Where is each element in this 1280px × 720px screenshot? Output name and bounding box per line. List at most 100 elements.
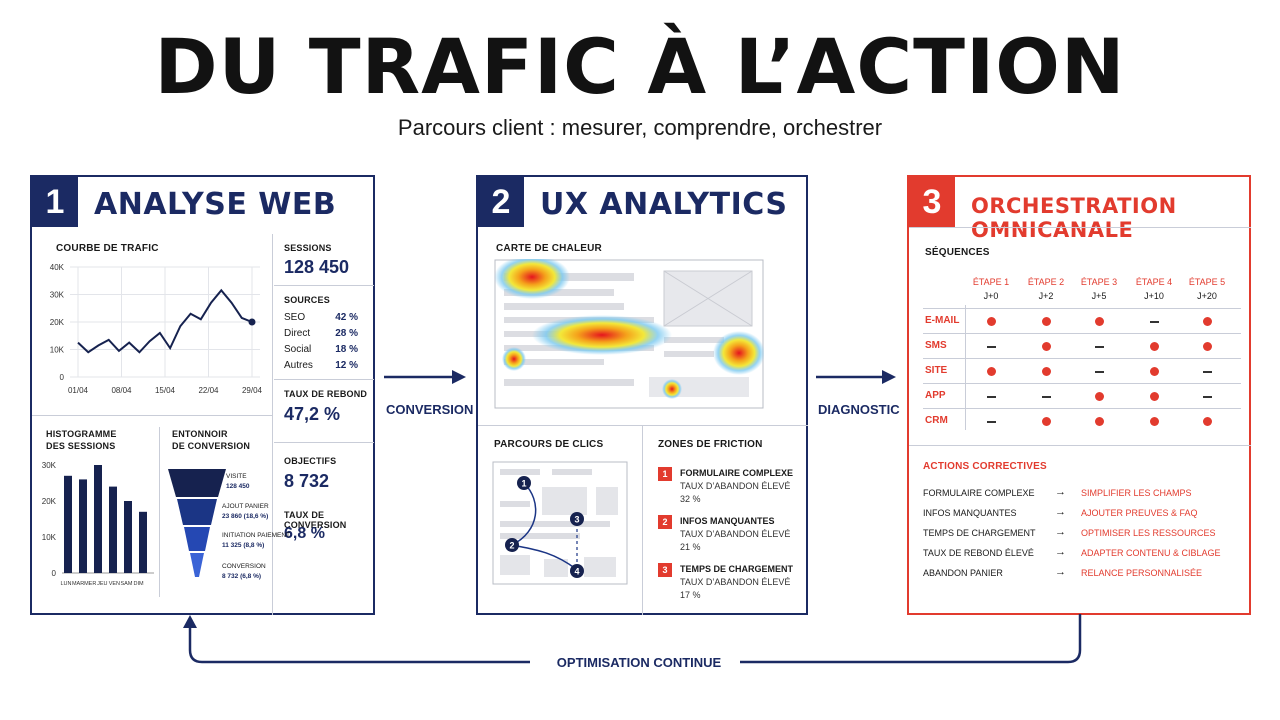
- sequence-dash: [1150, 321, 1159, 323]
- funnel-stage-conversion: [190, 553, 204, 577]
- x-tick-label: 15/04: [155, 386, 176, 395]
- click-step-2: 2: [509, 541, 514, 551]
- step-day: J+5: [1091, 291, 1107, 301]
- sequence-dot: [1150, 367, 1159, 376]
- y-tick-label: 0: [52, 569, 57, 578]
- x-tick-label: 29/04: [242, 386, 263, 395]
- grid-col-line: [965, 305, 966, 430]
- funnel-stage-label: AJOUT PANIER: [222, 503, 269, 510]
- panel3-divider: [909, 445, 1251, 446]
- panel-title: ANALYSE WEB: [94, 187, 337, 222]
- friction-subtitle: TAUX D’ABANDON ÉLEVÉ: [680, 577, 791, 587]
- action-problem: TEMPS DE CHARGEMENT: [923, 528, 1036, 538]
- action-fix: SIMPLIFIER LES CHAMPS: [1081, 488, 1192, 498]
- sequence-dot: [1042, 417, 1051, 426]
- action-arrow: →: [1055, 566, 1066, 578]
- click-step-4: 4: [574, 567, 579, 577]
- friction-title: TEMPS DE CHARGEMENT: [680, 564, 794, 574]
- friction-pct: 32 %: [680, 494, 701, 504]
- y-tick-label: 30K: [42, 461, 57, 470]
- source-name: Direct: [284, 328, 311, 339]
- funnel-label: ENTONNOIR: [172, 429, 228, 439]
- step-day: J+20: [1197, 291, 1217, 301]
- clicks-label: PARCOURS DE CLICS: [494, 439, 604, 450]
- channel-label: CRM: [925, 415, 948, 426]
- page-title: DU TRAFIC À L’ACTION: [154, 22, 1126, 111]
- conversion-rate-value: 6,8 %: [284, 525, 325, 542]
- stats-divider: [274, 442, 374, 443]
- sequence-dash: [1203, 396, 1212, 398]
- friction-number: 1: [658, 467, 672, 481]
- step-day: J+2: [1038, 291, 1054, 301]
- page-subtitle: Parcours client : mesurer, comprendre, o…: [397, 115, 883, 140]
- y-tick-label: 20K: [50, 318, 65, 327]
- grid-row-line: [923, 383, 1241, 384]
- panel1-hdivider: [32, 415, 272, 416]
- sequence-dash: [1042, 396, 1051, 398]
- click-step-1: 1: [521, 479, 526, 489]
- step-header: ÉTAPE 3: [1080, 277, 1118, 287]
- histo-bar: [79, 479, 87, 573]
- connector-label-diagnostic: DIAGNOSTIC: [818, 402, 900, 417]
- panel-number: 2: [478, 177, 524, 227]
- step-day: J+10: [1144, 291, 1164, 301]
- funnel-stage-value: 23 860 (18,6 %): [222, 513, 269, 520]
- channel-label: SMS: [925, 340, 947, 351]
- channel-label: E-MAIL: [925, 315, 960, 326]
- friction-title: FORMULAIRE COMPLEXE: [680, 468, 794, 478]
- action-arrow: →: [1055, 486, 1066, 498]
- friction-label: ZONES DE FRICTION: [658, 439, 763, 450]
- sequence-dot: [1042, 342, 1051, 351]
- sequence-dot: [1095, 392, 1104, 401]
- friction-subtitle: TAUX D’ABANDON ÉLEVÉ: [680, 481, 791, 491]
- conversion-funnel: [168, 469, 226, 577]
- sequence-dot: [1150, 417, 1159, 426]
- step-header: ÉTAPE 4: [1135, 277, 1173, 287]
- sequence-dot: [1095, 317, 1104, 326]
- panel3-title-divider: [909, 227, 1251, 228]
- panel2-hdivider: [478, 425, 808, 426]
- sequence-dot: [1203, 342, 1212, 351]
- friction-subtitle: TAUX D’ABANDON ÉLEVÉ: [680, 529, 791, 539]
- stats-divider: [274, 285, 374, 286]
- y-tick-label: 10K: [42, 533, 57, 542]
- friction-pct: 17 %: [680, 590, 701, 600]
- step-header: ÉTAPE 2: [1027, 277, 1065, 287]
- x-tick-label: DIM: [134, 581, 145, 587]
- histo-bar: [94, 465, 102, 573]
- y-tick-label: 10K: [50, 346, 65, 355]
- grid-row-line: [923, 358, 1241, 359]
- x-tick-label: LUN: [60, 581, 71, 587]
- panel-title: UX ANALYTICS: [540, 187, 788, 222]
- sequence-dash: [1095, 346, 1104, 348]
- histo-bar: [139, 511, 147, 573]
- friction-pct: 21 %: [680, 542, 701, 552]
- traffic-label: COURBE DE TRAFIC: [56, 243, 159, 254]
- x-tick-label: 22/04: [198, 386, 219, 395]
- sequence-dash: [987, 421, 996, 423]
- action-fix: OPTIMISER LES RESSOURCES: [1081, 528, 1216, 538]
- sequence-dash: [1203, 371, 1212, 373]
- sequences-label: SÉQUENCES: [925, 247, 990, 258]
- heatmap: [494, 259, 764, 409]
- action-problem: INFOS MANQUANTES: [923, 508, 1017, 518]
- sequence-dot: [1150, 342, 1159, 351]
- click-path: 1 2 3 4: [492, 461, 628, 585]
- traffic-series-line: [77, 288, 253, 354]
- connector-arrow-2: [816, 370, 896, 384]
- x-tick-label: 08/04: [111, 386, 132, 395]
- action-arrow: →: [1055, 546, 1066, 558]
- sessions-label: SESSIONS: [284, 243, 332, 253]
- click-step-3: 3: [574, 515, 579, 525]
- goals-label: OBJECTIFS: [284, 456, 337, 466]
- sequence-dot: [1095, 417, 1104, 426]
- funnel-stage-value: 11 325 (8,8 %): [222, 542, 265, 549]
- source-pct: 18 %: [335, 344, 358, 355]
- panel-title: ORCHESTRATION OMNICANALE: [971, 194, 1177, 242]
- source-name: Social: [284, 344, 312, 355]
- grid-row-line: [923, 408, 1241, 409]
- panel2-vdivider: [642, 425, 643, 615]
- action-fix: ADAPTER CONTENU & CIBLAGE: [1081, 548, 1221, 558]
